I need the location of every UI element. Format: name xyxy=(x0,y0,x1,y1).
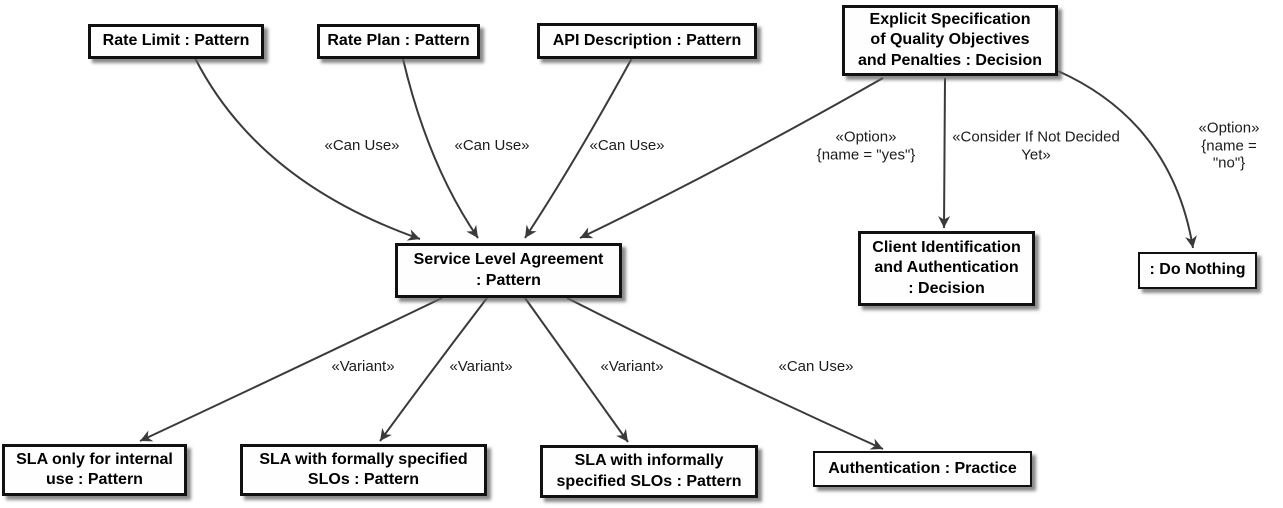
edge-rate-plan-to-sla xyxy=(402,58,479,239)
edge-sla-to-sla-formal xyxy=(379,297,488,442)
edge-label-variant-1: «Variant» xyxy=(331,358,395,376)
edge-explicit-spec-to-do-nothing xyxy=(1057,70,1197,249)
node-client-identification: Client Identification and Authentication… xyxy=(858,231,1035,306)
edge-label-can-use-4: «Can Use» xyxy=(778,358,854,376)
node-sla-informal-slos: SLA with informally specified SLOs : Pat… xyxy=(540,445,758,498)
node-service-level-agreement: Service Level Agreement : Pattern xyxy=(395,243,622,298)
edge-sla-to-sla-informal xyxy=(524,297,629,443)
edge-label-can-use-1: «Can Use» xyxy=(324,137,400,155)
node-authentication-practice: Authentication : Practice xyxy=(813,451,1032,487)
edge-api-description-to-sla xyxy=(524,57,633,239)
edge-label-variant-2: «Variant» xyxy=(449,358,513,376)
edge-label-consider-if-not-decided: «Consider If Not Decided Yet» xyxy=(952,128,1120,163)
edge-explicit-spec-to-client-ident xyxy=(938,77,951,229)
node-rate-limit: Rate Limit : Pattern xyxy=(88,24,264,59)
edge-label-can-use-3: «Can Use» xyxy=(589,137,665,155)
edge-sla-to-sla-internal xyxy=(139,297,443,442)
node-do-nothing: : Do Nothing xyxy=(1138,252,1257,289)
node-sla-internal-use: SLA only for internal use : Pattern xyxy=(2,444,187,496)
edge-label-can-use-2: «Can Use» xyxy=(454,137,530,155)
edge-explicit-spec-to-sla xyxy=(579,77,884,239)
edge-sla-to-authentication xyxy=(566,297,884,450)
edge-rate-limit-to-sla xyxy=(194,57,421,241)
edge-label-option-yes: «Option» {name = "yes"} xyxy=(816,128,916,163)
node-explicit-specification: Explicit Specification of Quality Object… xyxy=(842,5,1058,76)
edge-label-option-no: «Option» {name = "no"} xyxy=(1198,119,1260,172)
node-rate-plan: Rate Plan : Pattern xyxy=(317,24,480,59)
node-sla-formal-slos: SLA with formally specified SLOs : Patte… xyxy=(240,444,487,496)
edge-label-variant-3: «Variant» xyxy=(600,358,664,376)
node-api-description: API Description : Pattern xyxy=(537,23,757,59)
